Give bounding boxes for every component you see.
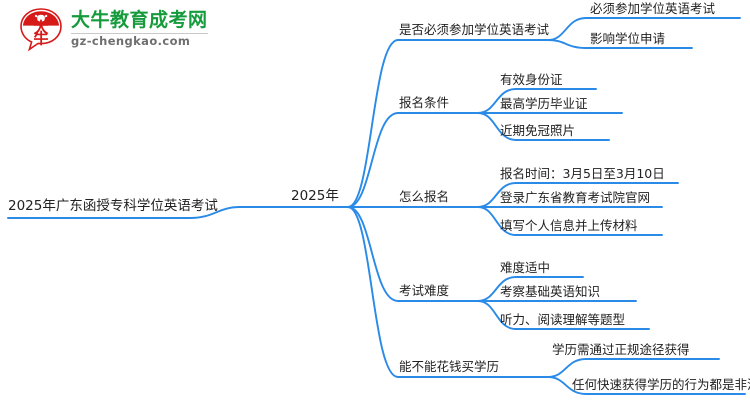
svg-text:牛: 牛 <box>33 30 48 48</box>
leaf-node-recent-photo[interactable]: 近期免冠照片 <box>500 123 576 138</box>
wire-hub-b1 <box>347 39 399 208</box>
leaf-node-valid-id-card[interactable]: 有效身份证 <box>500 72 563 87</box>
wire-hub-b5 <box>347 206 399 378</box>
leaf-node-listening-reading-types[interactable]: 听力、阅读理解等题型 <box>500 312 626 327</box>
branch-node-buy-diploma[interactable]: 能不能花钱买学历 <box>399 359 500 374</box>
leaf-node-moderate-difficulty[interactable]: 难度适中 <box>500 260 551 275</box>
branch-node-exam-difficulty[interactable]: 考试难度 <box>399 283 450 298</box>
logo-divider <box>71 32 208 34</box>
leaf-node-basic-english-knowledge[interactable]: 考察基础英语知识 <box>500 284 601 299</box>
svg-text:大: 大 <box>33 19 48 37</box>
branch-node-how-to-apply[interactable]: 怎么报名 <box>399 189 450 204</box>
logo-mark-icon: 大 牛 <box>18 6 64 52</box>
brand-name: 大牛教育成考网 <box>71 8 208 31</box>
wire-hub-b4 <box>347 206 399 302</box>
wire-b5-leaf1 <box>547 358 587 378</box>
wire-b1-leaf1 <box>547 17 587 41</box>
leaf-node-highest-diploma[interactable]: 最高学历毕业证 <box>500 96 588 111</box>
wire-b1-leaf2 <box>547 39 587 49</box>
wire-hub-b2 <box>347 112 399 208</box>
wire-b3-leaf3 <box>477 206 517 236</box>
mindmap-level2-node[interactable]: 2025年 <box>291 188 339 204</box>
branch-node-application-conditions[interactable]: 报名条件 <box>399 95 450 110</box>
site-logo[interactable]: 大 牛 大牛教育成考网 gz-chengkao.com <box>18 6 208 52</box>
mindmap-root-node[interactable]: 2025年广东函授专科学位英语考试 <box>8 198 218 214</box>
leaf-node-must-attend-exam[interactable]: 必须参加学位英语考试 <box>590 1 716 16</box>
wire-b2-leaf3 <box>477 112 517 141</box>
logo-text-block: 大牛教育成考网 gz-chengkao.com <box>71 8 208 48</box>
wire-b5-leaf2 <box>547 376 587 395</box>
leaf-node-login-official-site[interactable]: 登录广东省教育考试院官网 <box>500 190 651 205</box>
branch-node-exam-required[interactable]: 是否必须参加学位英语考试 <box>399 22 550 37</box>
wire-b4-leaf3 <box>477 300 517 330</box>
leaf-node-application-dates[interactable]: 报名时间：3月5日至3月10日 <box>500 166 665 181</box>
wire-root-to-l2 <box>189 206 291 219</box>
leaf-node-affects-degree-application[interactable]: 影响学位申请 <box>590 31 666 46</box>
leaf-node-fast-diploma-illegal[interactable]: 任何快速获得学历的行为都是非法的 <box>572 377 750 392</box>
leaf-node-legitimate-channels[interactable]: 学历需通过正规途径获得 <box>552 342 690 357</box>
brand-url: gz-chengkao.com <box>71 33 191 48</box>
leaf-node-fill-info-upload[interactable]: 填写个人信息并上传材料 <box>500 218 638 233</box>
